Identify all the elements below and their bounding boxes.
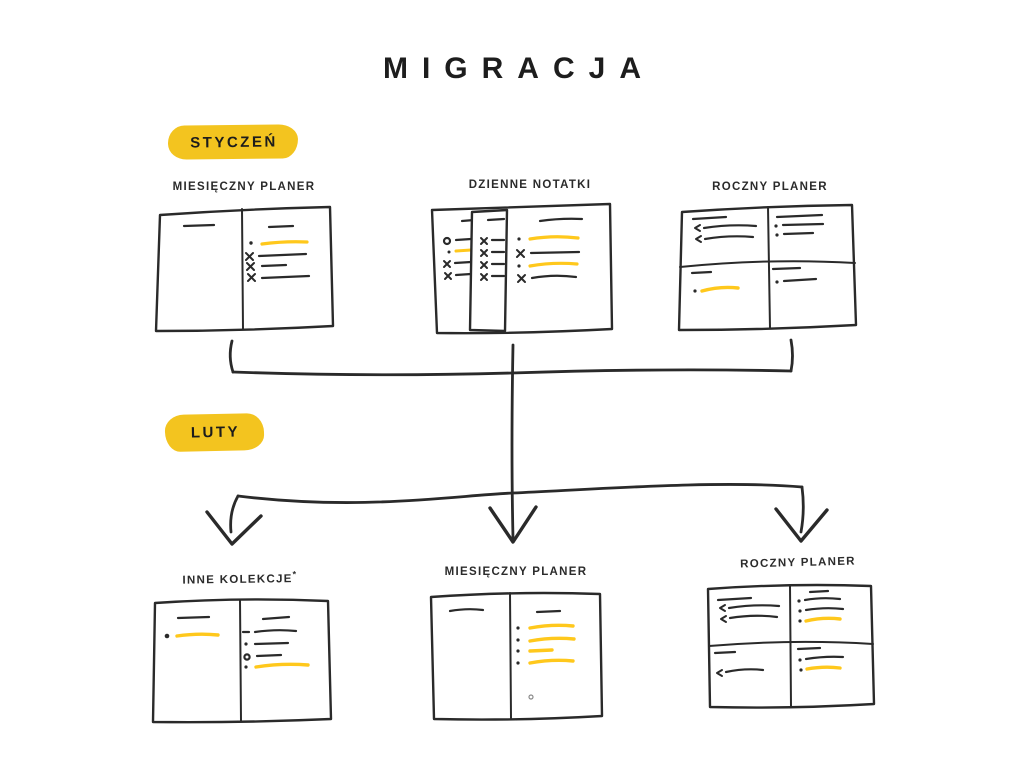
notebook-label-daily-notes: DZIENNE NOTATKI	[468, 179, 592, 191]
month-badge-february: LUTY	[164, 412, 265, 453]
notebook-label-monthly-january: MIESIĘCZNY PLANER	[172, 181, 316, 193]
spread-connector	[229, 483, 805, 534]
notebook-label-collections: INNE KOLEKCJE*	[182, 569, 298, 587]
arrow-left-icon	[205, 510, 263, 546]
notebook-sketch-monthly-february	[429, 591, 604, 721]
month-badge-february-label: LUTY	[190, 423, 241, 442]
arrow-center-icon	[488, 343, 538, 544]
notebook-sketch-monthly-january	[154, 205, 335, 333]
collections-asterisk: *	[292, 569, 298, 580]
notebook-label-yearly-january: ROCZNY PLANER	[712, 181, 828, 193]
page-title: MIGRACJA	[382, 52, 655, 85]
arrow-right-icon	[774, 507, 829, 543]
notebook-sketch-collections	[151, 598, 333, 724]
notebook-sketch-yearly-february	[706, 583, 876, 709]
notebook-label-monthly-february: MIESIĘCZNY PLANER	[444, 566, 588, 578]
notebook-sketch-yearly-january	[677, 203, 858, 332]
notebook-sketch-daily-notes	[430, 202, 614, 335]
month-badge-january: STYCZEŃ	[167, 124, 299, 160]
month-badge-january-label: STYCZEŃ	[190, 133, 278, 151]
